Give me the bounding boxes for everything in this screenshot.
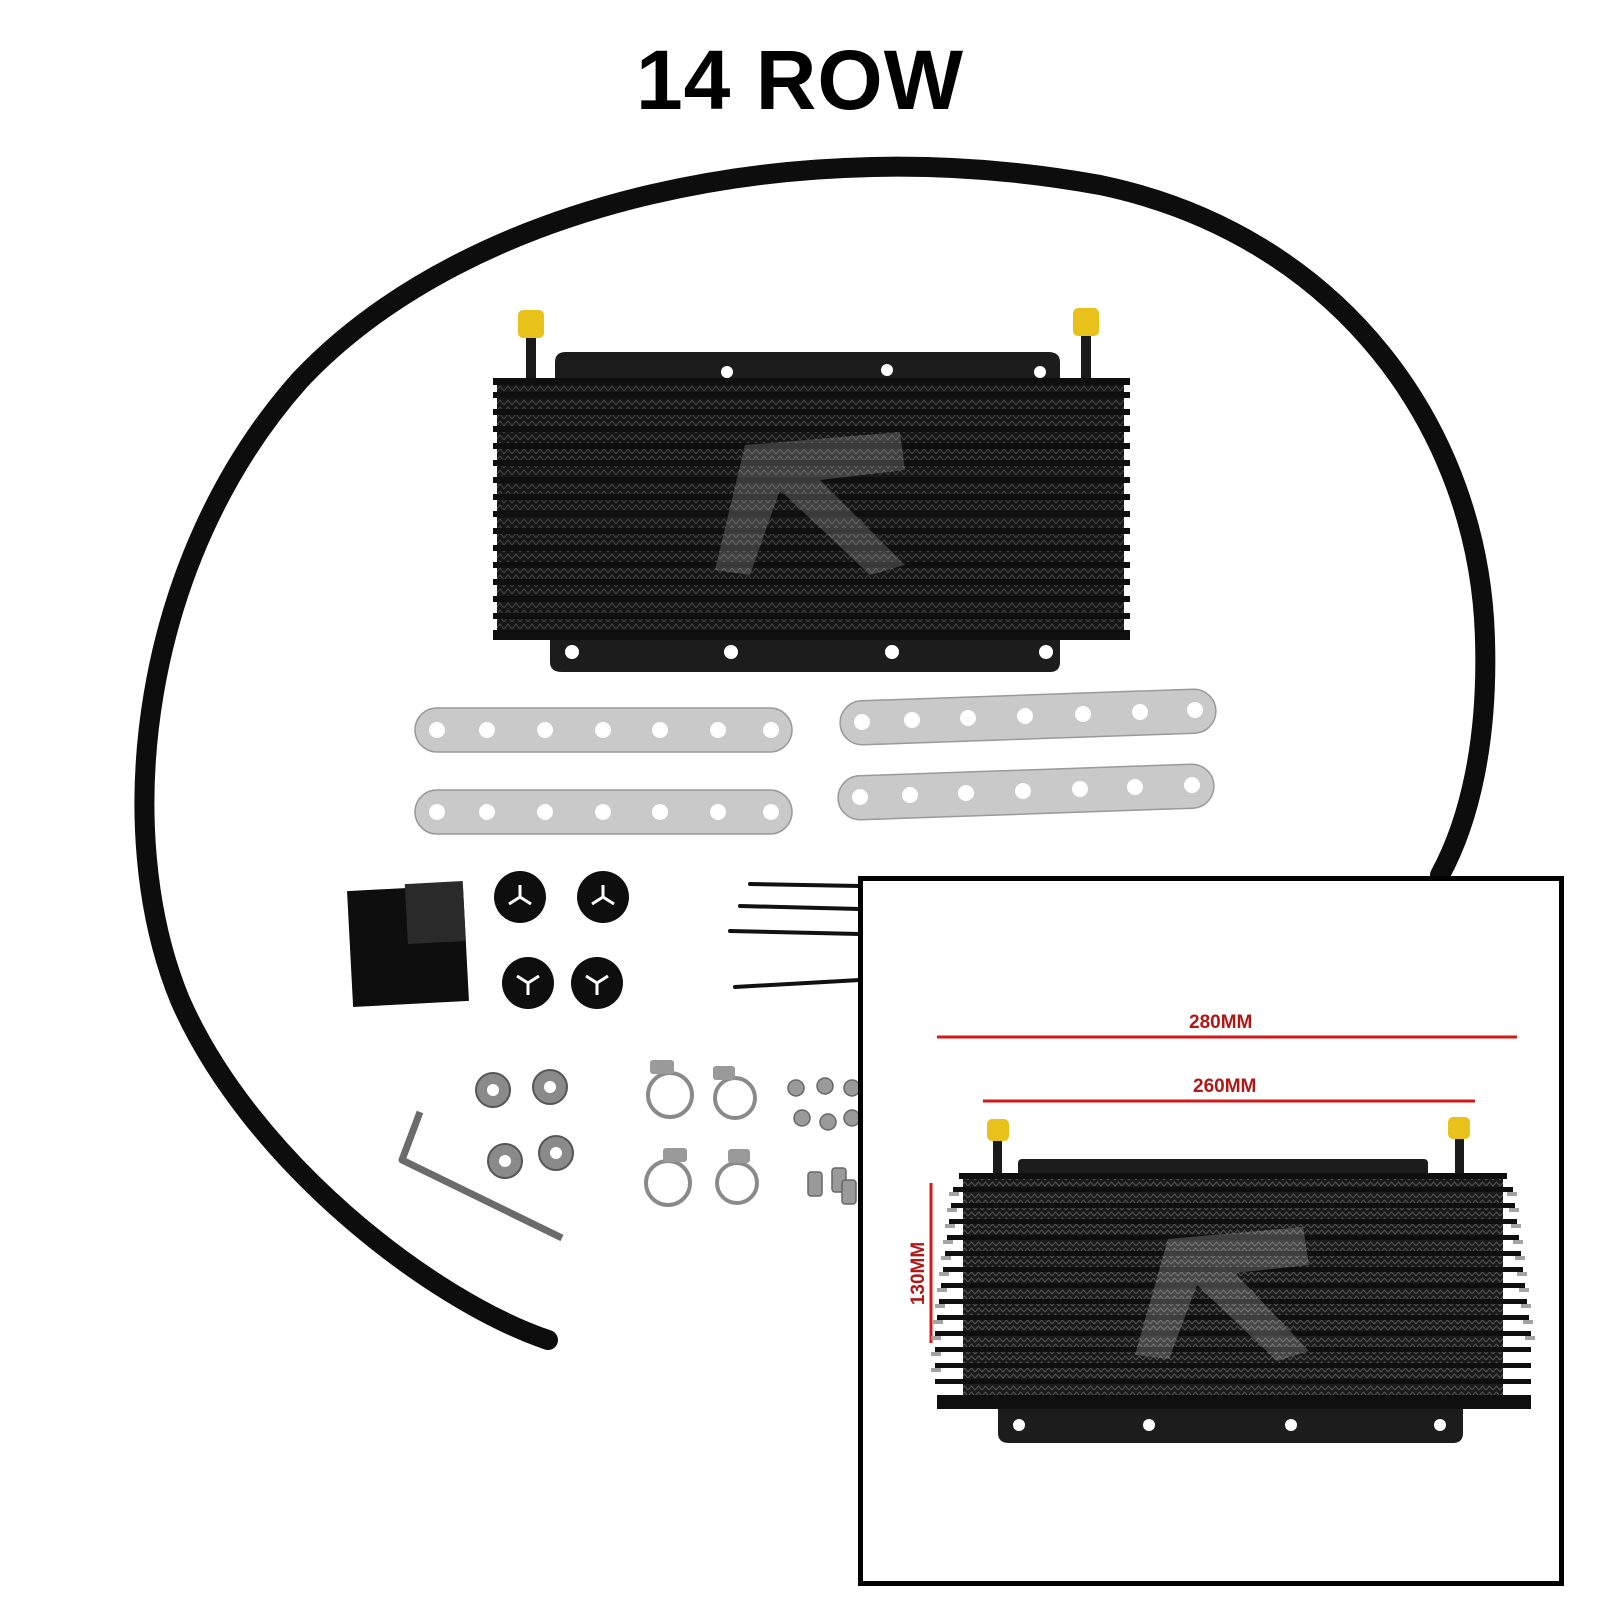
rubber-hose	[134, 156, 1496, 1350]
dimension-label-280: 280MM	[1189, 1012, 1253, 1033]
product-title: 14 ROW	[635, 33, 965, 127]
oil-cooler-main	[493, 308, 1130, 672]
mounting-brackets	[414, 688, 1217, 835]
hose-clamps	[644, 1071, 759, 1207]
dimensions-inset: 280MM 260MM 130MM	[858, 876, 1564, 1586]
fitting-cap	[518, 310, 544, 338]
fitting-cap	[987, 1119, 1009, 1141]
zip-ties	[728, 882, 862, 989]
dimension-diagram	[929, 1035, 1535, 1443]
fitting-cap	[1073, 308, 1099, 336]
nuts-and-bolts	[787, 1077, 861, 1205]
push-pins	[494, 871, 629, 1009]
fitting-cap	[1448, 1117, 1470, 1139]
dimension-label-130: 130MM	[908, 1241, 930, 1306]
oil-cooler-inset	[931, 1117, 1535, 1443]
hex-key-wrench	[398, 1110, 564, 1242]
dimension-label-260: 260MM	[1193, 1076, 1257, 1097]
foam-pad	[347, 881, 469, 1007]
